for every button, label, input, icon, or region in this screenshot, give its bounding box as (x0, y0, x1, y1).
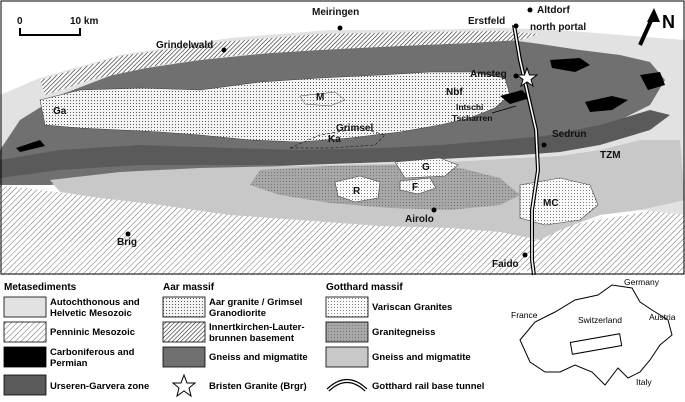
place-brig: Brig (117, 237, 137, 248)
granite-pod-m (299, 91, 346, 107)
inset-study-area (569, 333, 623, 355)
grimsel-outline (289, 127, 386, 149)
place-labels: Meiringen Erstfeld Altdorf north portal … (117, 5, 586, 270)
legend-autochthonous-1: Autochthonous and (50, 297, 140, 308)
unit-mc: MC (543, 198, 559, 209)
legend-carboniferous-2: Permian (50, 358, 88, 369)
legend-aar-granite-1: Aar granite / Grimsel (209, 297, 302, 308)
legend-metasediments-title: Metasediments (4, 282, 77, 293)
unit-r: R (353, 186, 361, 197)
penninic-mesozoic-se (540, 205, 685, 275)
unit-g: G (422, 162, 430, 173)
unit-nbf: Nbf (446, 87, 463, 98)
place-erstfeld: Erstfeld (468, 16, 505, 27)
legend-autochthonous-2: Helvetic Mesozoic (50, 308, 132, 319)
carboniferous-5 (16, 140, 45, 152)
unit-f: F (412, 182, 418, 193)
gotthard-tunnel-inner (513, 24, 539, 276)
scale-start-label: 0 (17, 16, 23, 27)
urseren-garvera-zone (0, 110, 670, 178)
place-amsteg: Amsteg (470, 69, 507, 80)
scale-bar: 0 10 km (17, 16, 98, 36)
innertkirchen-basement (40, 31, 540, 95)
place-sedrun: Sedrun (552, 129, 586, 140)
inset-france: France (511, 310, 538, 320)
legend-aar-gneiss: Gneiss and migmatite (209, 352, 308, 363)
gotthard-granitegneiss (250, 165, 520, 210)
north-label: N (662, 12, 675, 32)
carboniferous-3 (585, 96, 628, 112)
aar-granite (39, 71, 511, 143)
inset-germany: Germany (624, 277, 660, 287)
legend-carboniferous-1: Carboniferous and (50, 347, 135, 358)
carboniferous-4 (500, 90, 530, 104)
unit-labels: Ga M Nbf Grimsel Ka TZM G R F MC (53, 87, 621, 209)
legend-bristen: Bristen Granite (Brgr) (209, 381, 307, 392)
legend-variscan: Variscan Granites (372, 302, 452, 313)
unit-tzm: TZM (600, 150, 621, 161)
inset-austria: Austria (649, 312, 676, 322)
place-meiringen: Meiringen (312, 7, 359, 18)
inset-italy: Italy (636, 377, 652, 387)
map-area (0, 0, 685, 276)
place-grindelwald: Grindelwald (156, 40, 213, 51)
unit-m: M (316, 92, 324, 103)
legend-swatch-urseren (3, 374, 47, 396)
place-north-portal: north portal (530, 22, 586, 33)
north-arrow-head (647, 8, 660, 22)
place-altdorf: Altdorf (537, 5, 570, 16)
inset-switzerland: Switzerland (578, 315, 622, 325)
legend-swatch-aar-granite (162, 296, 206, 318)
legend-innertkirchen-1: Innertkirchen-Lauter- (209, 322, 305, 333)
switzerland-outline (519, 284, 673, 386)
map-frame (0, 0, 685, 275)
penninic-mesozoic-south (0, 238, 520, 275)
unit-ga: Ga (53, 106, 67, 117)
legend: Metasediments Autochthonous and Helvetic… (3, 282, 484, 398)
legend-penninic: Penninic Mesozoic (50, 327, 135, 338)
penninic-mesozoic-zone (0, 185, 685, 275)
granite-r (334, 175, 381, 203)
place-intschi: Intschi (456, 102, 483, 112)
granite-g (394, 157, 459, 179)
legend-swatch-autochthonous (3, 296, 47, 318)
legend-aar-granite-2: Granodiorite (209, 308, 266, 319)
legend-innertkirchen-2: brunnen basement (209, 333, 295, 344)
legend-aar-title: Aar massif (163, 282, 215, 293)
legend-swatch-gotthard-gneiss (325, 346, 369, 368)
legend-swatch-penninic (3, 321, 47, 343)
place-tscharren: Tscharren (452, 113, 492, 123)
granite-mc (519, 177, 599, 226)
legend-urseren: Urseren-Garvera zone (50, 381, 149, 392)
unit-ka: Ka (328, 134, 341, 145)
bristen-granite-star (515, 66, 539, 88)
legend-star-icon (171, 373, 197, 398)
legend-swatch-innertkirchen (162, 321, 206, 343)
carboniferous-2 (640, 72, 665, 90)
legend-swatch-granitegneiss (325, 321, 369, 343)
legend-gotthard-gneiss: Gneiss and migmatite (372, 352, 471, 363)
north-arrow: N (638, 8, 675, 46)
scale-end-label: 10 km (70, 16, 98, 27)
inset-map: Germany France Switzerland Austria Italy (511, 277, 676, 387)
carboniferous-1 (550, 58, 590, 72)
legend-tunnel: Gotthard rail base tunnel (372, 381, 484, 392)
legend-granitegneiss: Granitegneiss (372, 327, 435, 338)
granite-f (399, 177, 437, 195)
place-airolo: Airolo (405, 214, 434, 225)
legend-gotthard-title: Gotthard massif (326, 282, 403, 293)
place-faido: Faido (492, 259, 519, 270)
legend-swatch-aar-gneiss (162, 346, 206, 368)
legend-swatch-carboniferous (3, 346, 47, 368)
unit-grimsel: Grimsel (336, 123, 373, 134)
legend-swatch-variscan (325, 296, 369, 318)
